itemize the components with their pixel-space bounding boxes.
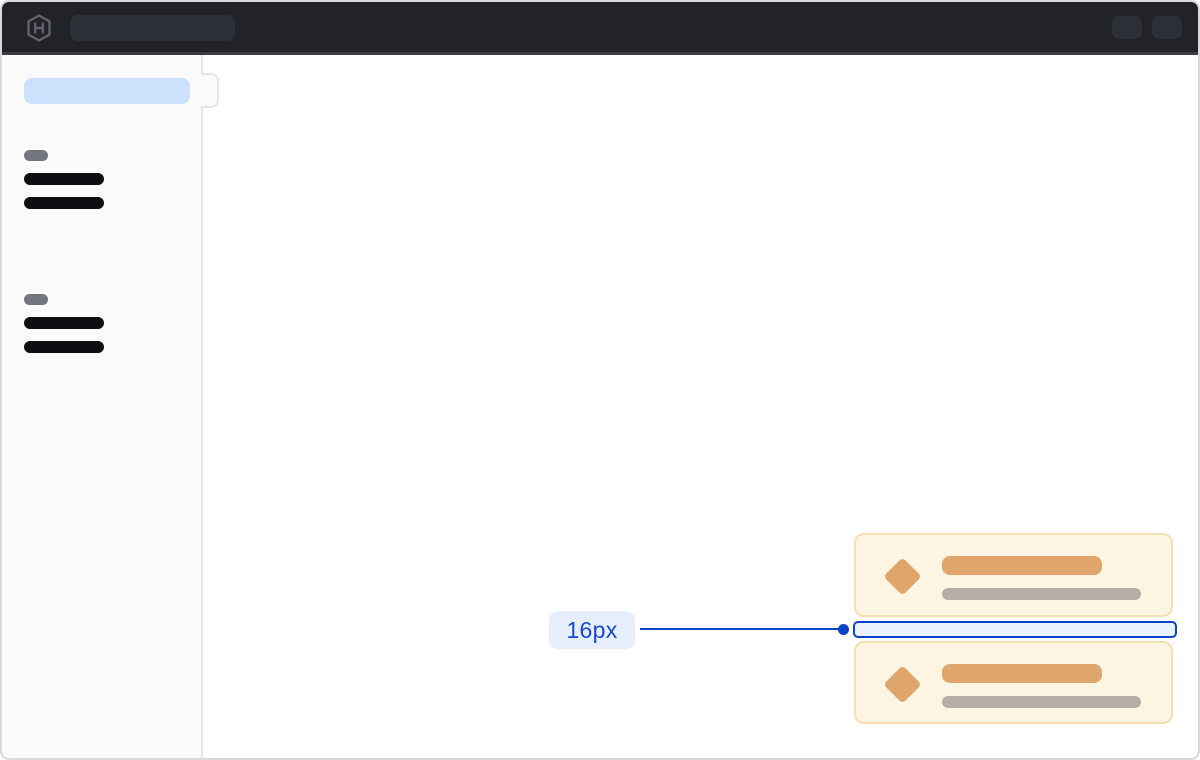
sidebar <box>2 55 203 758</box>
card-subtitle-skeleton <box>942 588 1141 600</box>
sidebar-group1-label-skeleton <box>24 150 48 161</box>
sidebar-group1-item1-skeleton[interactable] <box>24 173 104 185</box>
sidebar-collapse-tab[interactable] <box>201 73 219 108</box>
card-title-skeleton <box>942 556 1102 575</box>
hashicorp-logo-icon[interactable] <box>24 13 54 43</box>
sidebar-group2-item2-skeleton[interactable] <box>24 341 104 353</box>
card-1[interactable] <box>854 533 1173 617</box>
diamond-icon <box>883 557 922 596</box>
hashicorp-logo-glyph <box>27 14 51 42</box>
card-subtitle-skeleton <box>942 696 1141 708</box>
top-nav-bar <box>2 2 1198 55</box>
sidebar-group2-label-skeleton <box>24 294 48 305</box>
measure-line <box>640 628 844 630</box>
header-action-placeholder-2[interactable] <box>1152 16 1182 39</box>
diamond-icon <box>883 665 922 704</box>
spacing-highlight-box <box>853 621 1177 638</box>
spacing-measurement-label: 16px <box>549 611 635 649</box>
card-2[interactable] <box>854 641 1173 724</box>
header-action-placeholder-1[interactable] <box>1112 16 1142 39</box>
measure-line-dot <box>838 624 849 635</box>
sidebar-active-item-skeleton[interactable] <box>24 78 190 104</box>
sidebar-group2-item1-skeleton[interactable] <box>24 317 104 329</box>
card-title-skeleton <box>942 664 1102 683</box>
nav-skeleton-pill[interactable] <box>70 15 235 41</box>
sidebar-group1-item2-skeleton[interactable] <box>24 197 104 209</box>
